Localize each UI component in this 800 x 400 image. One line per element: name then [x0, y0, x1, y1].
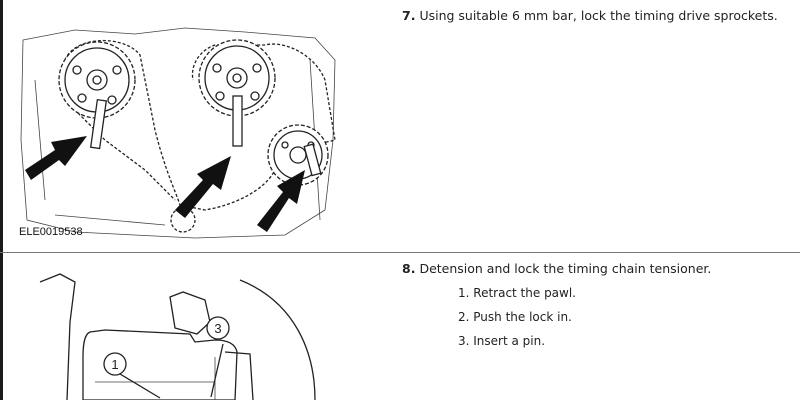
substep: 3. Insert a pin.	[458, 334, 546, 348]
sprocket-center	[198, 39, 276, 117]
step-8-number: 8.	[402, 261, 416, 276]
left-border	[0, 0, 3, 400]
arrow-icon	[257, 170, 305, 232]
locking-bar-center	[232, 95, 243, 147]
step-7-number: 7.	[402, 8, 416, 23]
step-8-substeps: 1. Retract the pawl. 2. Push the lock in…	[458, 286, 576, 358]
arrow-icons	[25, 136, 305, 232]
step-7-text: Using suitable 6 mm bar, lock the timing…	[419, 8, 778, 23]
callout-3: 3	[206, 316, 230, 340]
locking-bar-right	[303, 143, 322, 177]
locking-bar-left	[89, 98, 108, 150]
substep: 2. Push the lock in.	[458, 310, 572, 324]
sprocket-left	[58, 41, 136, 119]
section-divider	[0, 252, 800, 253]
substep: 1. Retract the pawl.	[458, 286, 576, 300]
arrow-icon	[175, 156, 231, 218]
step-8: 8. Detension and lock the timing chain t…	[402, 261, 711, 276]
timing-drive-illustration	[20, 27, 336, 239]
step-7: 7. Using suitable 6 mm bar, lock the tim…	[402, 8, 778, 23]
figure-caption: ELE0019538	[19, 226, 83, 238]
callout-1: 1	[103, 352, 127, 376]
step-8-text: Detension and lock the timing chain tens…	[419, 261, 712, 276]
arrow-icon	[25, 136, 87, 180]
callout-3-label: 3	[214, 321, 221, 336]
tensioner-illustration: 1 3	[39, 273, 316, 400]
callout-1-label: 1	[111, 357, 118, 372]
